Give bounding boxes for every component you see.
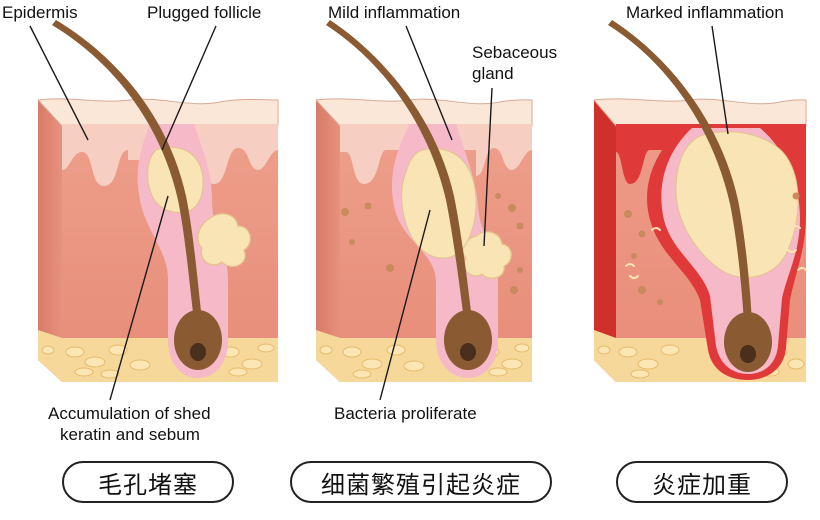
leader-lines <box>29 25 729 401</box>
stage-2-bacteria <box>314 20 533 382</box>
label-accumulation-line1: Accumulation of shed <box>48 404 211 423</box>
sebaceous-gland <box>197 213 251 267</box>
caption-inflammation-worsens: 炎症加重 <box>616 461 788 503</box>
dermal-papilla <box>740 345 756 363</box>
leader-plugged-follicle <box>161 25 217 151</box>
caption-pore-clogging: 毛孔堵塞 <box>62 461 234 503</box>
leader-mild-inflammation <box>405 25 453 141</box>
label-accumulation-line2: keratin and sebum <box>60 425 200 444</box>
bacteria-dots <box>341 193 524 294</box>
stage-3-severe-inflammation <box>593 20 807 382</box>
label-epidermis: Epidermis <box>2 3 78 22</box>
leader-bacteria <box>379 209 431 401</box>
leader-epidermis <box>29 25 89 141</box>
label-plugged-follicle: Plugged follicle <box>147 3 262 22</box>
label-mild-inflammation: Mild inflammation <box>328 3 461 22</box>
bacteria-dots <box>624 192 800 305</box>
leader-sebaceous <box>483 87 493 247</box>
label-marked-inflammation: Marked inflammation <box>626 3 784 22</box>
skin-side-face <box>594 100 616 382</box>
caption-bacteria-inflammation: 细菌繁殖引起炎症 <box>290 461 552 503</box>
dermal-papilla <box>460 343 476 361</box>
bacteria-rods <box>625 225 807 279</box>
sebaceous-gland <box>462 231 512 279</box>
stage-1-pore-clogging <box>36 20 279 382</box>
acne-progression-diagram <box>29 20 807 401</box>
hair-bulb <box>724 312 772 372</box>
dermal-papilla <box>190 343 206 361</box>
hair-bulb <box>174 310 222 370</box>
skin-surface <box>314 98 533 127</box>
label-sebaceous-line2: gland <box>472 64 514 83</box>
skin-side-face <box>316 100 340 382</box>
leader-marked-inflammation <box>711 25 729 135</box>
hair-shaft <box>326 20 472 320</box>
skin-surface <box>36 98 279 127</box>
label-bacteria-proliferate: Bacteria proliferate <box>334 404 477 423</box>
leader-accumulation <box>109 195 169 401</box>
hair-bulb <box>444 310 492 370</box>
hair-shaft <box>608 20 752 322</box>
hair-shaft <box>52 20 202 320</box>
label-sebaceous-line1: Sebaceous <box>472 43 558 62</box>
epidermis-layer <box>340 124 532 184</box>
skin-side-face <box>38 100 62 382</box>
